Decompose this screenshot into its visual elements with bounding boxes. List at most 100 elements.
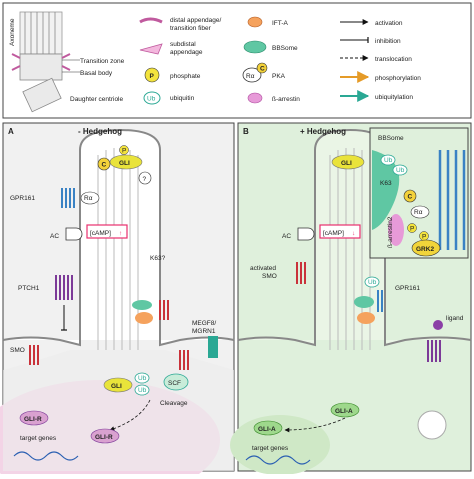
ub-a-2-label: Ub — [138, 387, 147, 394]
smo-a-receptor — [29, 345, 39, 365]
legend: Axoneme Transition zone Basal body Daugh… — [2, 2, 472, 119]
legend-b-arrestin: ß-arrestin — [272, 96, 300, 103]
ub-a-2 — [134, 384, 150, 396]
ac-b-icon — [297, 227, 315, 241]
ift-a-complex-b — [357, 312, 375, 324]
gli-r-a — [19, 410, 49, 426]
phosphate-icon — [144, 67, 160, 83]
inset-ub-2 — [392, 164, 408, 176]
smo-a-label: SMO — [10, 347, 25, 354]
camp-b-arrow: ↓ — [352, 230, 355, 237]
gli-r-a-2 — [90, 428, 120, 444]
ligand-receptor — [427, 340, 441, 362]
legend-phosphorylation: phosphorylation — [375, 75, 421, 82]
legend-transition-zone-label: Transition zone — [80, 58, 125, 65]
legend-inhibition: inhibition — [375, 38, 401, 45]
legend-basal-body-label: Basal body — [80, 70, 113, 77]
inset-pka-c-label: C — [408, 194, 413, 201]
legend-phosphate: phosphate — [170, 73, 201, 80]
inset-phosphate-1-label: P — [410, 226, 414, 233]
gli-r-a-2-label: GLI-R — [95, 434, 113, 441]
ubiquitin-icon — [143, 91, 161, 105]
activated-label: activated — [250, 265, 276, 272]
gpr161-a-receptor — [61, 188, 75, 208]
unknown-kinase-a-label: ? — [143, 176, 147, 183]
pka-r-a — [80, 191, 100, 205]
scf-complex — [163, 373, 189, 391]
legend-bbsome: BBSome — [272, 45, 298, 52]
gli-r-a-label: GLI-R — [24, 416, 42, 423]
legend-distal-appendage: distal appendage/ — [170, 17, 222, 24]
gpr161-b-receptor — [377, 290, 383, 312]
cleavage-label: Cleavage — [160, 400, 188, 407]
dna-a — [13, 451, 79, 461]
panel-a-title: - Hedgehog — [78, 127, 122, 136]
pka-c-a-label: C — [102, 162, 107, 169]
ub-a-1 — [134, 372, 150, 384]
cilium-structure-sketch: Axoneme Transition zone Basal body Daugh… — [9, 11, 125, 113]
ub-b-1 — [364, 276, 380, 288]
ac-b-label: AC — [282, 233, 291, 240]
ift-a-icon — [247, 16, 263, 28]
panel-a-letter: A — [8, 127, 14, 136]
panel-a: A - Hedgehog GLI C P ? GPR161 Rα AC [cAM… — [0, 122, 235, 479]
phosphate-a-1-label: P — [122, 148, 126, 155]
b-arrestin-icon — [247, 92, 263, 104]
ub-a-1-label: Ub — [138, 375, 147, 382]
camp-a-label: [cAMP] — [90, 230, 111, 237]
smo-b-receptor — [296, 262, 306, 284]
legend-activation: activation — [375, 20, 403, 27]
bbsome-inset: BBSome Ub Ub K63 C Rα ß-arrestin2 P P GR… — [369, 127, 469, 259]
dna-b — [245, 455, 311, 465]
ligand-label: ligand — [446, 315, 464, 322]
k63-a-label: K63? — [150, 255, 166, 262]
inset-bbsome-label: BBSome — [378, 135, 404, 142]
camp-a-box — [86, 224, 128, 239]
ligand-icon — [433, 320, 443, 330]
panel-b: B + Hedgehog GLI AC [cAMP] ↓ activated S… — [230, 122, 472, 475]
panel-b-letter: B — [243, 127, 249, 136]
phosphate-icon-letter: P — [150, 73, 155, 80]
gpcr-red-a — [159, 300, 169, 320]
ac-a-icon — [65, 227, 83, 241]
ptch1-label: PTCH1 — [18, 285, 40, 292]
pka-c-letter: C — [260, 66, 265, 73]
gpr161-b-label: GPR161 — [395, 285, 420, 292]
endocytic-vesicle — [417, 410, 447, 440]
legend-ubiquitylation: ubiquitylation — [375, 94, 413, 101]
inset-ub-2-label: Ub — [396, 167, 405, 174]
gli-top-b — [331, 154, 365, 170]
bbsome-b — [354, 296, 374, 308]
megf8-mgrn1-icon — [208, 336, 218, 358]
legend-axoneme-label: Axoneme — [9, 18, 16, 46]
pka-c-a — [97, 157, 111, 171]
legend-ubiquitin: ubiquitin — [170, 95, 195, 102]
gli-a-nucleus — [253, 420, 283, 436]
ac-a-label: AC — [50, 233, 59, 240]
gpr161-a-label: GPR161 — [10, 195, 35, 202]
gli-top-b-label: GLI — [341, 160, 352, 167]
inset-phosphate-1 — [407, 223, 417, 233]
gli-a-cytoplasm-label: GLI-A — [335, 408, 353, 415]
camp-b-box — [319, 224, 361, 239]
gli-a-nucleus-label: GLI-A — [258, 426, 276, 433]
inset-pka-r — [410, 205, 430, 219]
bbsome-icon — [243, 40, 267, 54]
scf-label: SCF — [168, 380, 181, 387]
distal-appendage-icon — [139, 17, 163, 24]
mgrn1-label: MGRN1 — [192, 328, 216, 335]
pka-r-letter: Rα — [246, 73, 255, 80]
gli-top-a — [109, 154, 143, 170]
ub-b-1-label: Ub — [368, 279, 377, 286]
inset-b-arrestin2 — [388, 214, 404, 246]
legend-transition-fiber: transition fiber — [170, 25, 212, 32]
legend-ift-a: IFT-A — [272, 20, 289, 27]
ptch1-receptor — [55, 275, 73, 300]
legend-daughter-label: Daughter centriole — [70, 96, 123, 103]
inset-ub-1 — [380, 154, 396, 166]
inset-b-arrestin2-label: ß-arrestin2 — [387, 216, 394, 248]
pka-icon: Rα C — [242, 62, 268, 83]
ift-a-complex-a — [135, 312, 153, 324]
smo-b-label: SMO — [262, 273, 277, 280]
gli-top-a-label: GLI — [119, 160, 130, 167]
